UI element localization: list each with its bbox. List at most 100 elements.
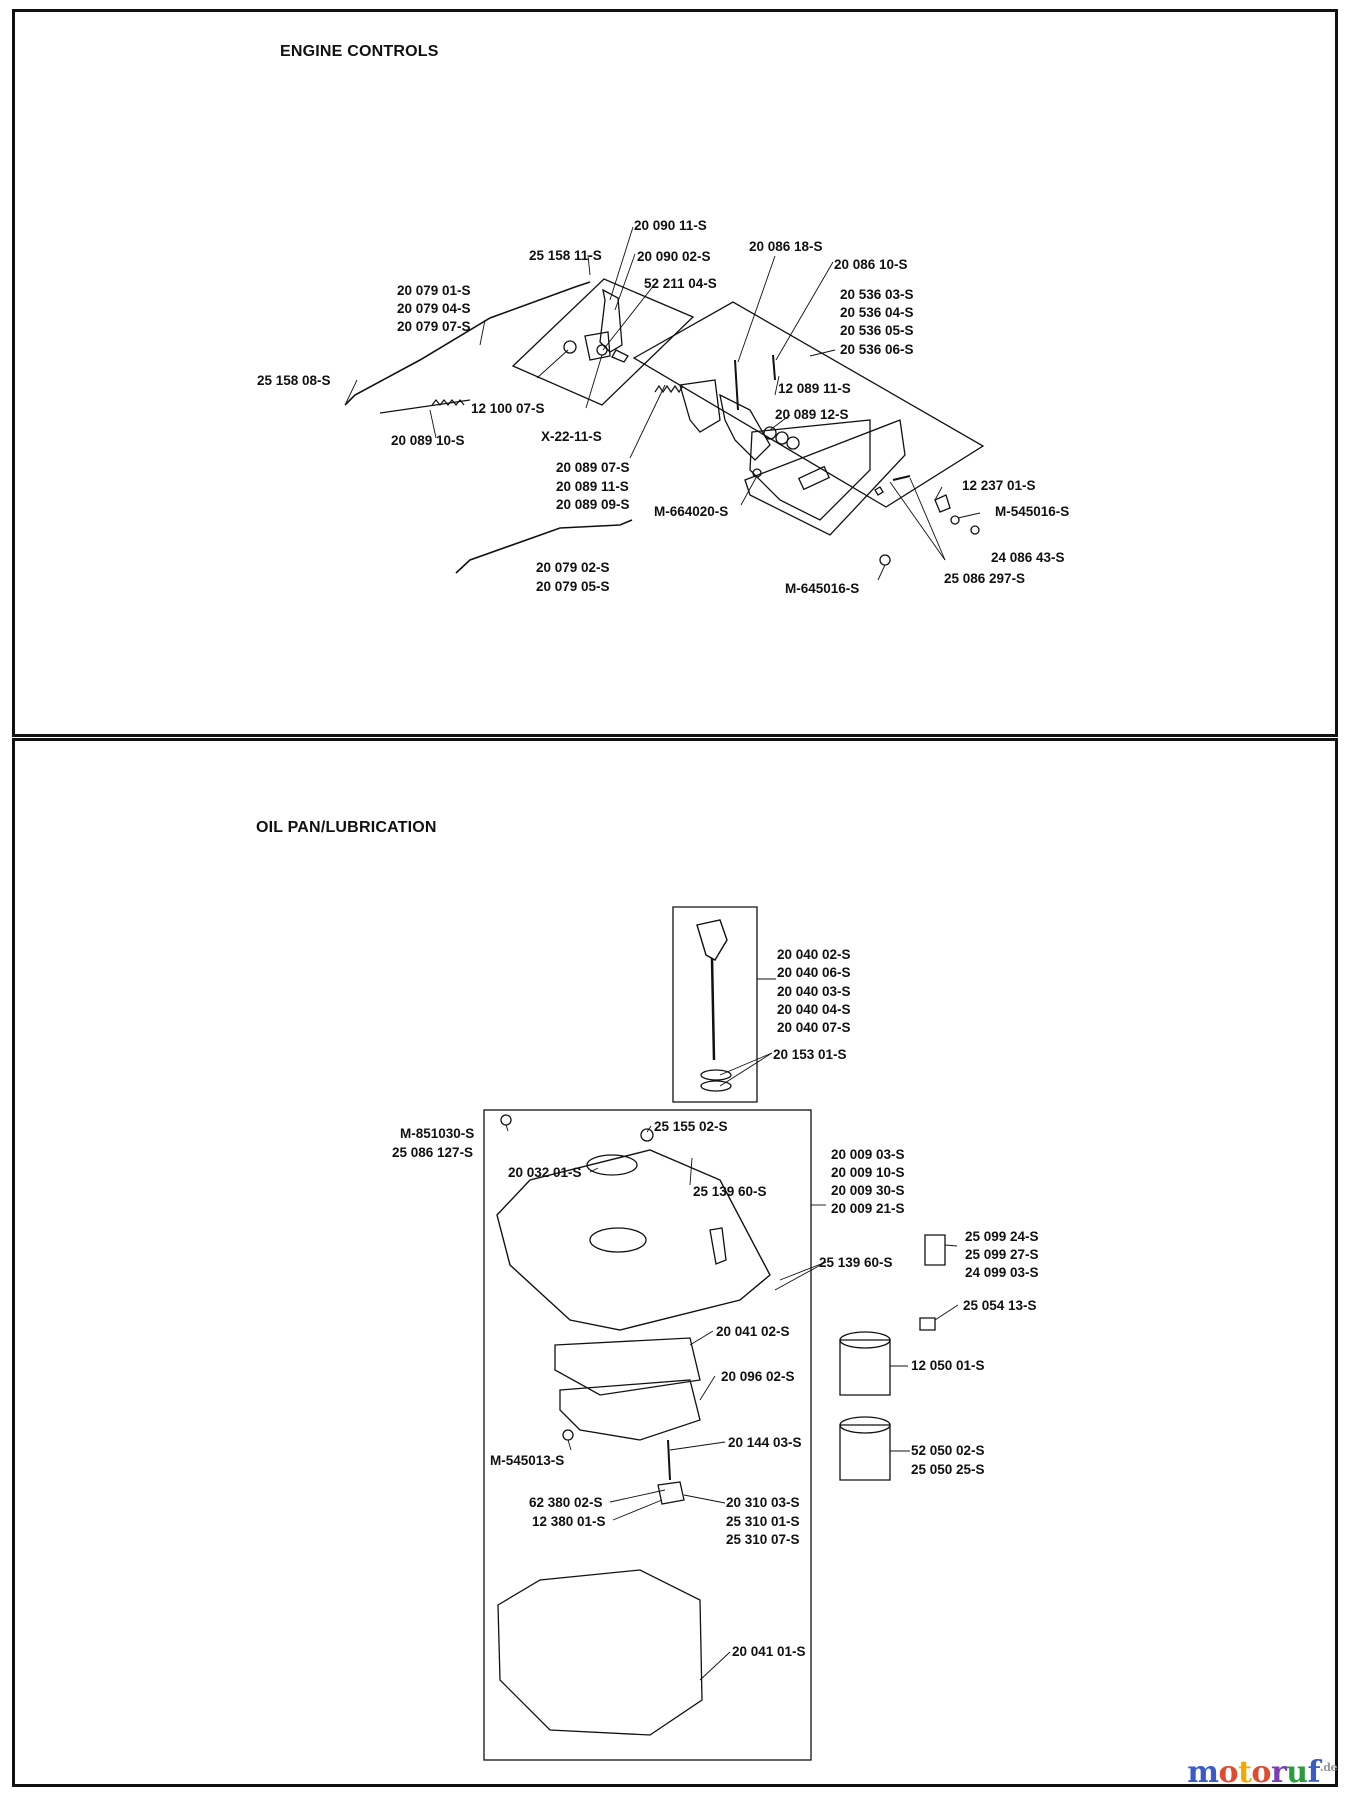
screw-25-086-297-b bbox=[892, 475, 911, 481]
part-label: 20 079 07-S bbox=[397, 319, 471, 334]
part-label: 25 310 07-S bbox=[726, 1532, 800, 1547]
part-label: 20 079 05-S bbox=[536, 579, 610, 594]
watermark-logo: motoruf.de bbox=[1187, 1755, 1337, 1790]
part-label: 12 237 01-S bbox=[962, 478, 1036, 493]
screw-m-545016 bbox=[950, 515, 960, 525]
part-label: 20 009 21-S bbox=[831, 1201, 905, 1216]
dipstick-box bbox=[672, 906, 758, 1103]
spring-center bbox=[654, 384, 684, 394]
part-label: 24 086 43-S bbox=[991, 550, 1065, 565]
watermark-suffix: .de bbox=[1319, 1761, 1338, 1774]
oil-pump-gear bbox=[657, 1481, 685, 1505]
washer-a bbox=[763, 426, 777, 440]
oil-pan-casting bbox=[496, 1149, 771, 1331]
oil-pan-panel bbox=[12, 738, 1338, 1787]
part-label: 25 086 297-S bbox=[944, 571, 1026, 586]
part-label: M-545013-S bbox=[490, 1453, 565, 1468]
screw-m-645016 bbox=[879, 554, 891, 566]
part-label: 20 040 07-S bbox=[777, 1020, 851, 1035]
fill-neck bbox=[709, 1227, 727, 1265]
screw-20-086-10 bbox=[772, 354, 776, 381]
part-label: 20 040 03-S bbox=[777, 984, 851, 999]
part-label: 52 211 04-S bbox=[644, 276, 717, 291]
part-label: 20 089 07-S bbox=[556, 460, 630, 475]
part-label: 20 090 11-S bbox=[634, 218, 707, 233]
clip-12-237-01 bbox=[934, 494, 951, 513]
oil-filter-b bbox=[839, 1424, 891, 1481]
nut-12-100-07 bbox=[563, 340, 577, 354]
part-label: 20 536 03-S bbox=[840, 287, 914, 302]
plate-20-096-02 bbox=[559, 1379, 701, 1441]
plug-25-155-02 bbox=[640, 1128, 654, 1142]
part-label: 20 536 06-S bbox=[840, 342, 914, 357]
part-label: 20 032 01-S bbox=[508, 1165, 582, 1180]
throttle-lever-bracket bbox=[679, 379, 721, 433]
part-label: 20 041 02-S bbox=[716, 1324, 790, 1339]
part-label: 20 079 02-S bbox=[536, 560, 610, 575]
part-label: 20 009 30-S bbox=[831, 1183, 905, 1198]
fitting-25-054-13 bbox=[919, 1317, 936, 1331]
oil-pan-gasket bbox=[497, 1569, 703, 1736]
part-label: 25 139 60-S bbox=[819, 1255, 893, 1270]
part-label: M-851030-S bbox=[400, 1126, 475, 1141]
screw-24-086-43 bbox=[970, 525, 980, 535]
part-label: 20 086 10-S bbox=[834, 257, 908, 272]
part-label: 25 139 60-S bbox=[693, 1184, 767, 1199]
oil-pan-main-bore bbox=[589, 1227, 647, 1253]
oil-filter-a bbox=[839, 1339, 891, 1396]
part-label: 20 009 10-S bbox=[831, 1165, 905, 1180]
oil-sensor bbox=[924, 1234, 946, 1266]
gasket-20-041-02 bbox=[554, 1337, 701, 1396]
part-label: 20 079 04-S bbox=[397, 301, 471, 316]
part-label: M-645016-S bbox=[785, 581, 860, 596]
pin-20-144-03 bbox=[667, 1439, 671, 1481]
part-label: 25 155 02-S bbox=[654, 1119, 728, 1134]
screw-m-664020 bbox=[752, 468, 762, 478]
part-label: 20 310 03-S bbox=[726, 1495, 800, 1510]
part-label: 20 144 03-S bbox=[728, 1435, 802, 1450]
o-ring-a bbox=[700, 1069, 732, 1081]
oil-pan-box bbox=[483, 1109, 812, 1761]
part-label: 12 050 01-S bbox=[911, 1358, 985, 1373]
part-label: 20 089 12-S bbox=[775, 407, 849, 422]
watermark-text: motoruf bbox=[1187, 1755, 1320, 1790]
spring-coil-left bbox=[431, 399, 465, 406]
control-plate bbox=[744, 419, 906, 536]
part-label: 25 086 127-S bbox=[392, 1145, 474, 1160]
part-label: 20 040 04-S bbox=[777, 1002, 851, 1017]
lever-clamp bbox=[584, 331, 611, 361]
bolt-52-211-04 bbox=[611, 349, 629, 363]
oil-filter-b-top bbox=[839, 1416, 891, 1434]
part-label: 20 040 02-S bbox=[777, 947, 851, 962]
part-label: 52 050 02-S bbox=[911, 1443, 985, 1458]
bolt-m-851030 bbox=[500, 1114, 512, 1126]
part-label: 25 050 25-S bbox=[911, 1462, 985, 1477]
part-label: 25 158 11-S bbox=[529, 248, 602, 263]
throttle-rod bbox=[344, 281, 591, 406]
part-label: 20 153 01-S bbox=[773, 1047, 847, 1062]
part-label: 20 089 10-S bbox=[391, 433, 465, 448]
choke-rod bbox=[455, 519, 633, 574]
part-label: 12 100 07-S bbox=[471, 401, 545, 416]
control-bracket bbox=[749, 419, 871, 521]
part-label: 25 310 01-S bbox=[726, 1514, 800, 1529]
washer-b bbox=[775, 431, 789, 445]
oil-filter-a-top bbox=[839, 1331, 891, 1349]
part-label: M-664020-S bbox=[654, 504, 729, 519]
part-label: 20 086 18-S bbox=[749, 239, 823, 254]
plate-slot bbox=[797, 465, 831, 491]
part-label: 25 054 13-S bbox=[963, 1298, 1037, 1313]
part-label: 12 380 01-S bbox=[532, 1514, 606, 1529]
part-label: 62 380 02-S bbox=[529, 1495, 603, 1510]
engine-controls-subassembly-box-left bbox=[511, 278, 695, 406]
leader-lines-oil-pan bbox=[505, 978, 959, 1681]
part-label: 20 041 01-S bbox=[732, 1644, 806, 1659]
washer-c bbox=[786, 436, 800, 450]
leader-lines-engine-controls bbox=[345, 226, 981, 581]
part-label: 20 096 02-S bbox=[721, 1369, 795, 1384]
o-ring-b bbox=[700, 1080, 732, 1092]
section-title-oil-pan: OIL PAN/LUBRICATION bbox=[256, 819, 437, 836]
dipstick-tube bbox=[710, 957, 716, 1061]
part-label: 20 090 02-S bbox=[637, 249, 711, 264]
screw-20-086-18 bbox=[734, 359, 739, 411]
